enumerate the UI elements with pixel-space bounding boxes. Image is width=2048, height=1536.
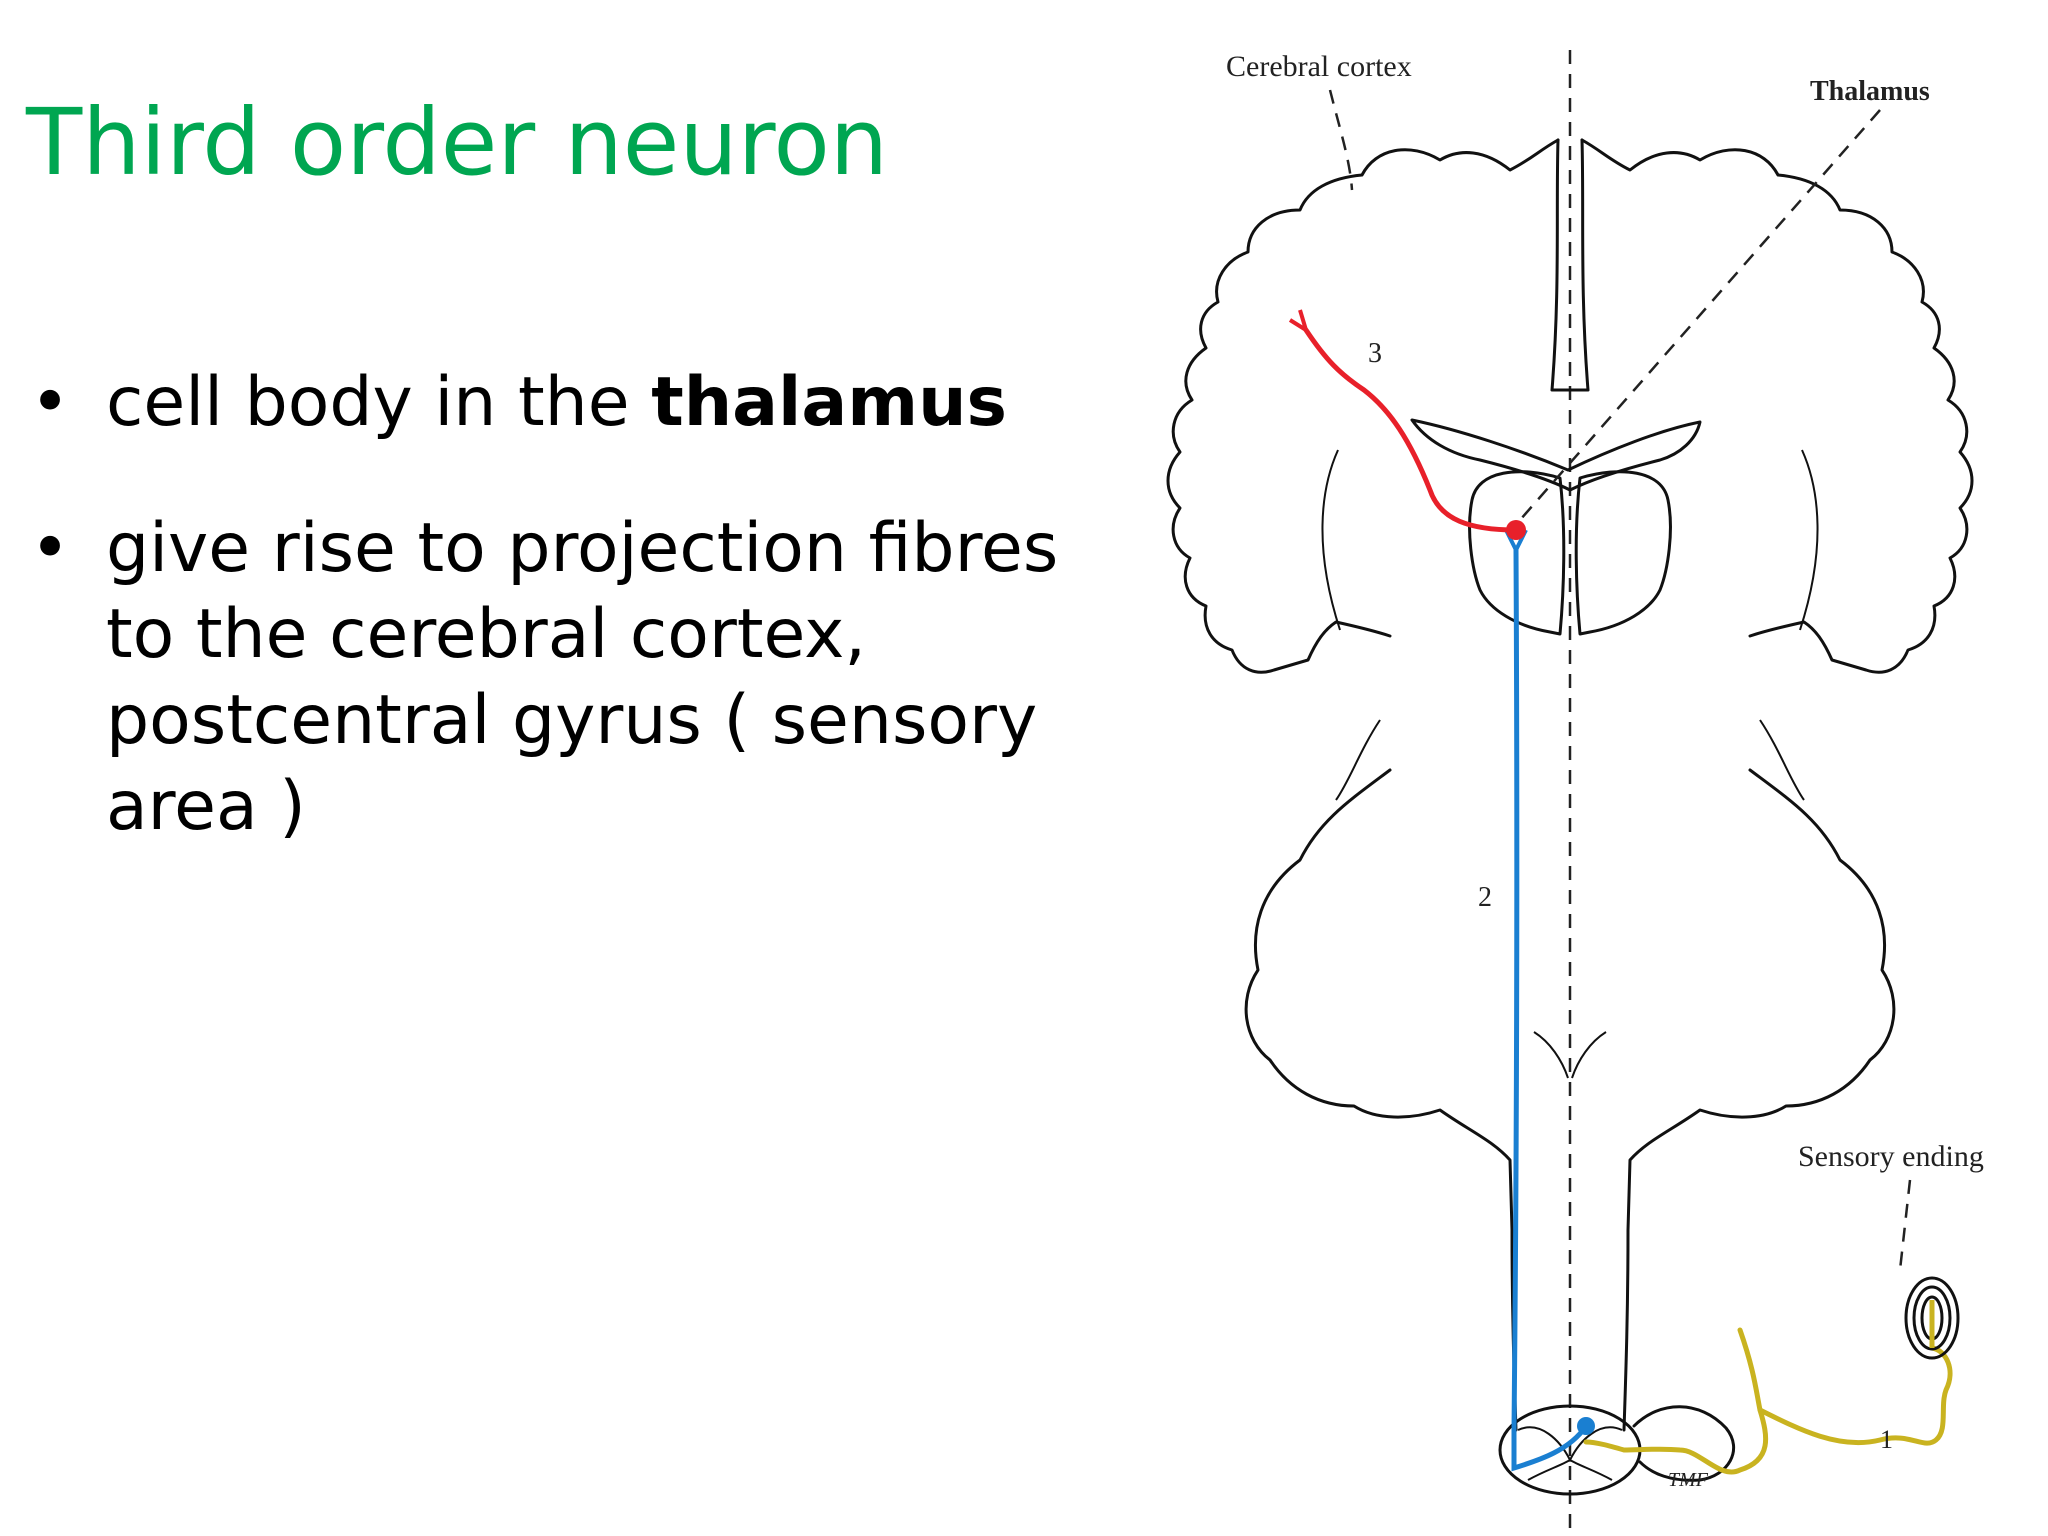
brainstem-outline — [1622, 768, 1896, 1432]
internal-capsule — [1321, 449, 1819, 631]
grey-matter — [1517, 1426, 1623, 1481]
bullet-text: cell body in the thalamus — [106, 363, 1007, 442]
bullet-item: • give rise to projection fibres to the … — [30, 506, 1090, 850]
label-sensory-ending: Sensory ending — [1798, 1140, 1984, 1173]
bullet-plain-text: give rise to projection fibres to the ce… — [106, 509, 1059, 846]
label-thalamus: Thalamus — [1810, 76, 1930, 107]
cerebral-cortex-leader — [1328, 89, 1354, 191]
label-neuron-1: 1 — [1880, 1425, 1893, 1454]
third-order-cell-body — [1506, 520, 1526, 540]
dorsal-root-ganglion — [1632, 1405, 1736, 1482]
sensory-ending-leader — [1898, 1179, 1912, 1271]
longitudinal-fissure — [1550, 138, 1590, 392]
first-order-neuron — [1583, 1327, 1769, 1475]
third-order-neuron — [1303, 327, 1519, 533]
slide-title: Third order neuron — [26, 89, 889, 196]
label-cerebral-cortex: Cerebral cortex — [1226, 50, 1412, 83]
brain-outline — [1166, 138, 1560, 674]
bullet-dot: • — [30, 363, 71, 442]
bullet-plain-text: cell body in the — [106, 363, 652, 442]
thalamus-right — [1574, 470, 1672, 636]
label-neuron-3: 3 — [1368, 338, 1382, 369]
bullet-list: • cell body in the thalamus • give rise … — [30, 360, 1090, 910]
second-order-neuron — [1511, 547, 1589, 1472]
pontine-fissure — [1533, 1031, 1607, 1079]
internal-capsule — [1335, 719, 1805, 801]
thalamus-leader — [1519, 109, 1881, 521]
brainstem-outline — [1244, 768, 1518, 1432]
bullet-text: give rise to projection fibres to the ce… — [106, 509, 1058, 846]
first-order-neuron-peripheral — [1757, 1345, 1953, 1446]
thalamus-left — [1468, 470, 1566, 636]
artist-initials: TMF — [1668, 1469, 1709, 1491]
third-order-dendrite — [1288, 309, 1308, 332]
bullet-item: • cell body in the thalamus — [30, 360, 1090, 446]
sensory-pathway-diagram: Cerebral cortex Thalamus Sensory ending … — [1166, 50, 1984, 1536]
second-order-cell-body — [1577, 1417, 1595, 1435]
sensory-ending-icon — [1904, 1276, 1960, 1360]
label-neuron-2: 2 — [1478, 882, 1492, 913]
brain-outline — [1580, 138, 1974, 674]
bullet-bold-text: thalamus — [651, 363, 1007, 442]
bullet-dot: • — [30, 509, 71, 588]
lateral-ventricle — [1410, 418, 1702, 492]
